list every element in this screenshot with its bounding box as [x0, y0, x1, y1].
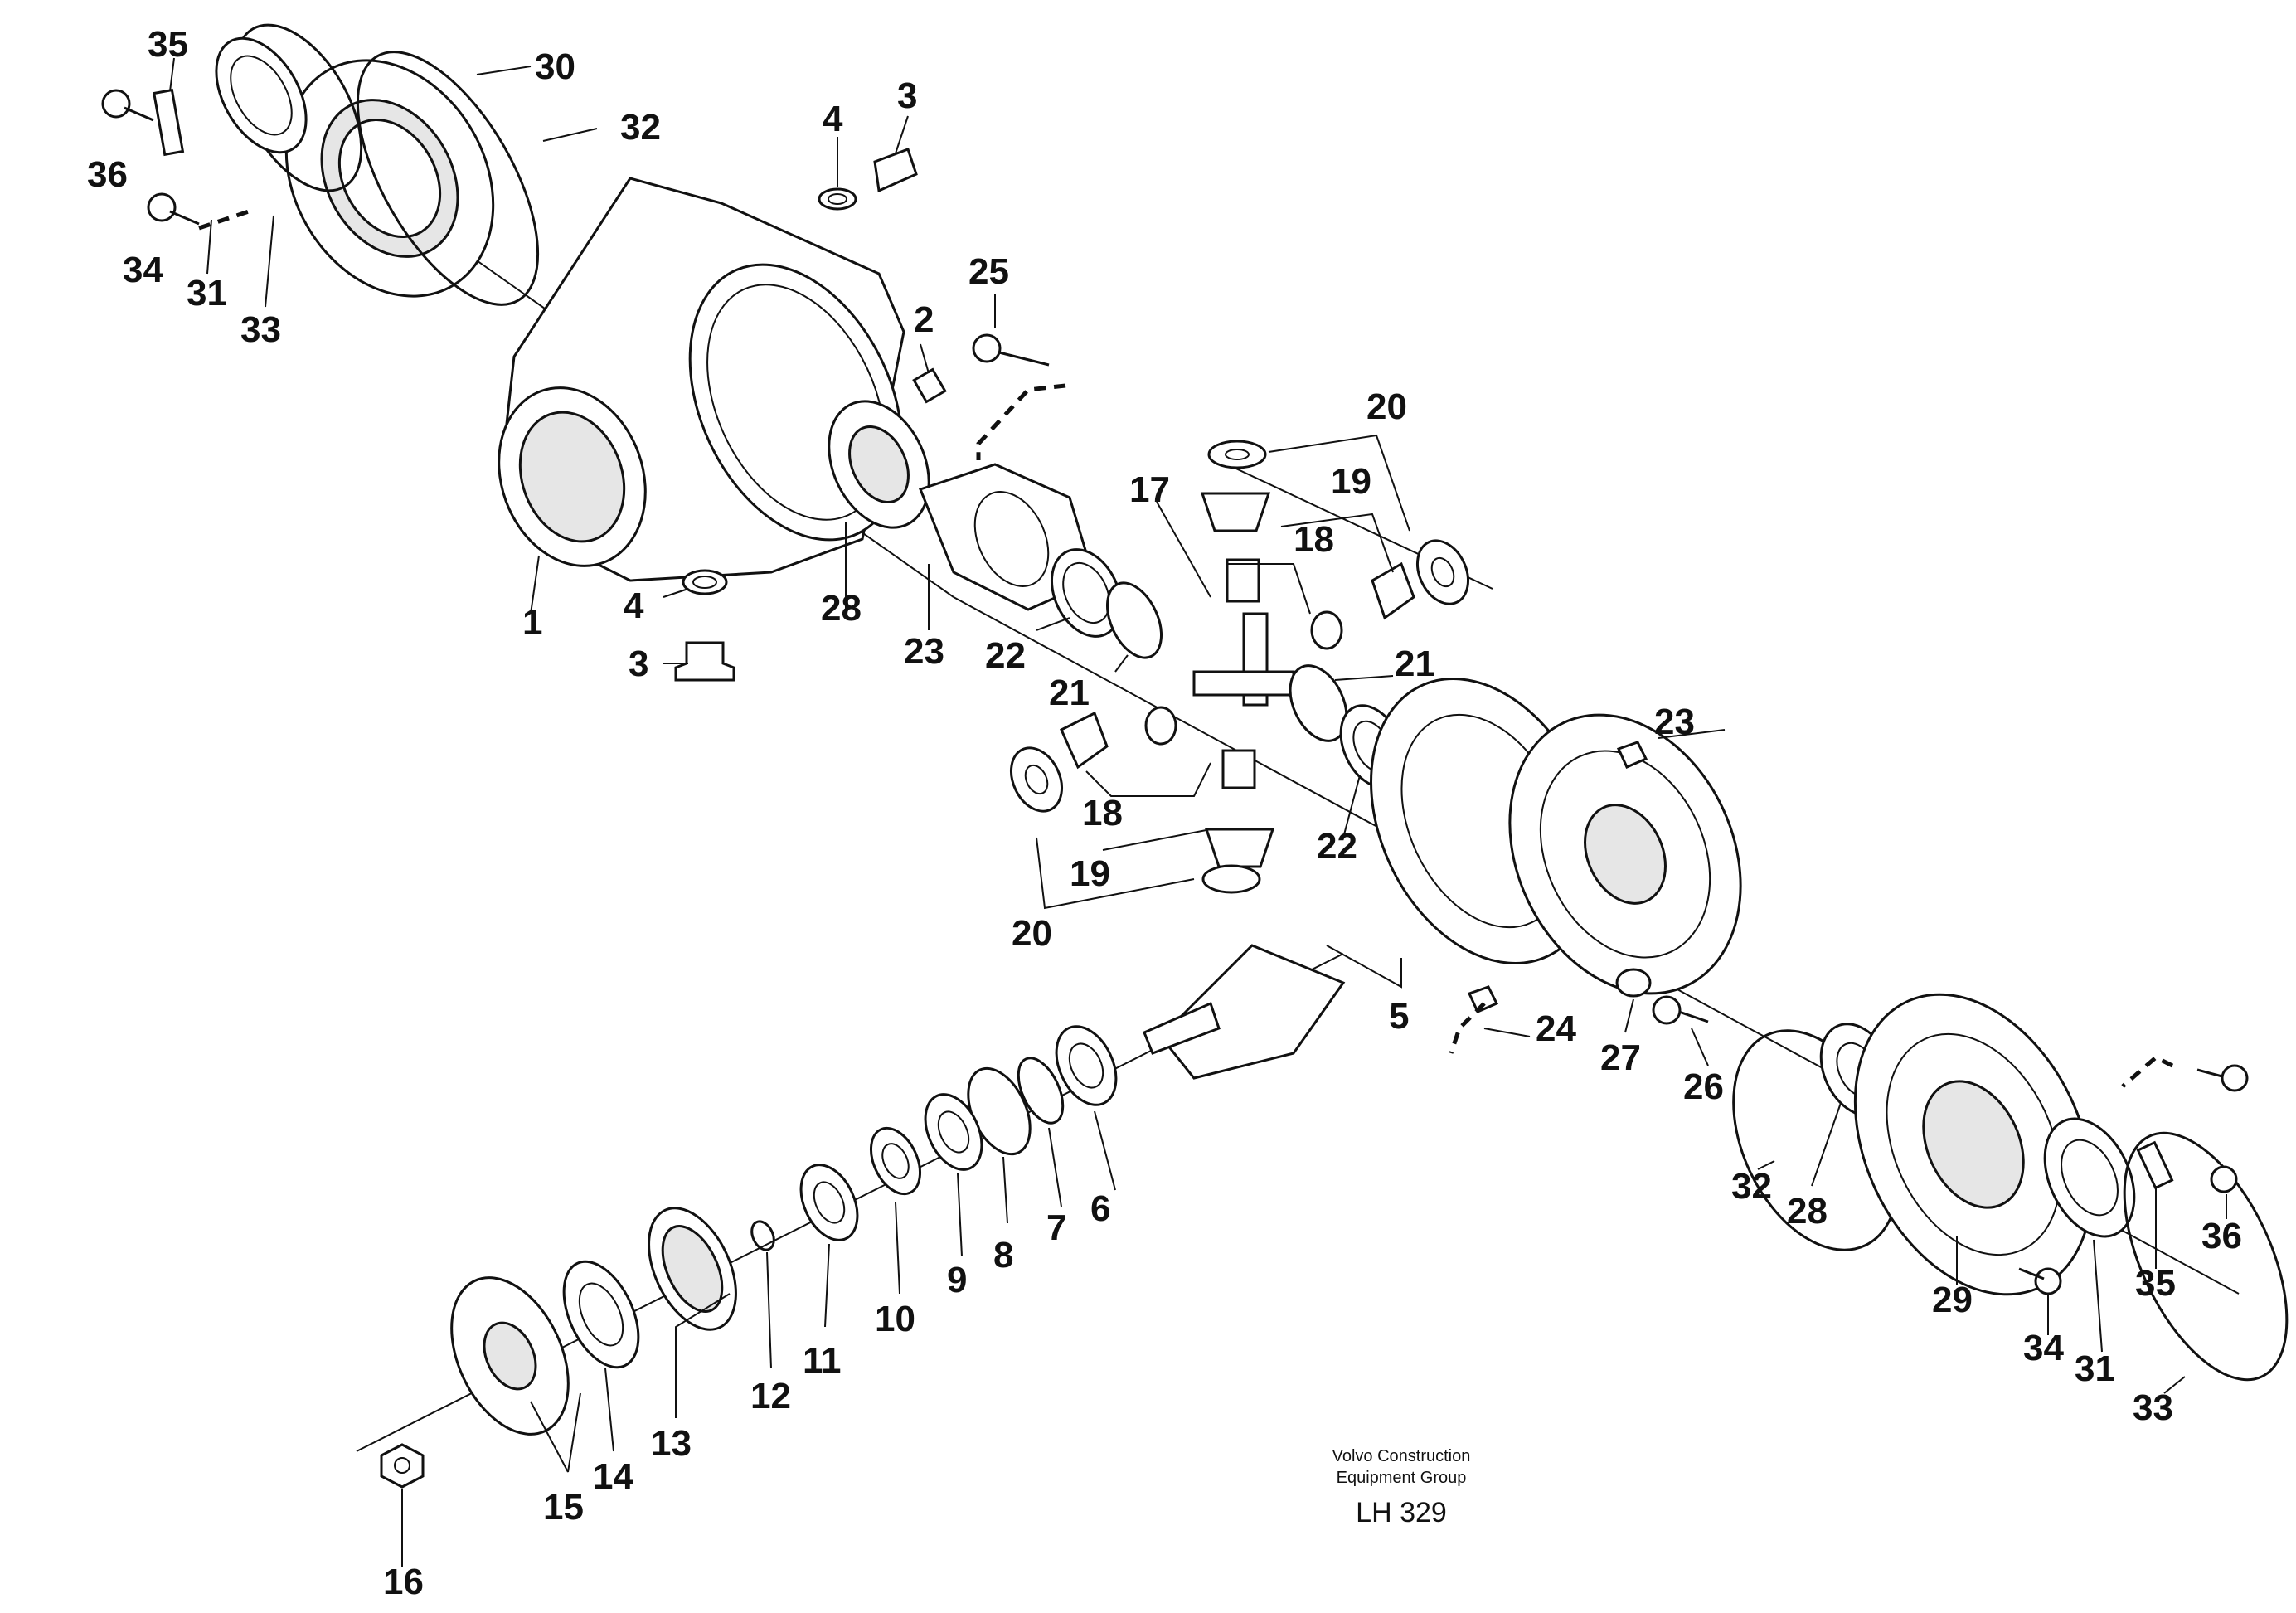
- diagram-caption: Volvo Construction Equipment Group LH 32…: [1332, 1447, 1471, 1528]
- part-label-22: 22: [985, 635, 1026, 676]
- part-label-21b: 21: [1395, 644, 1435, 684]
- part-label-30: 30: [535, 46, 575, 87]
- pinion-and-bearing-stack: [380, 944, 1346, 1489]
- part-label-14: 14: [593, 1456, 633, 1497]
- part-label-25: 25: [968, 251, 1009, 292]
- part-label-28: 28: [821, 588, 862, 629]
- part-label-4b: 4: [624, 585, 644, 626]
- part-label-24: 24: [1536, 1008, 1576, 1049]
- axle-housing: [498, 148, 947, 682]
- part-label-11: 11: [803, 1340, 842, 1381]
- part-label-36: 36: [87, 154, 128, 195]
- part-label-19b: 19: [1070, 853, 1110, 894]
- part-label-21: 21: [1049, 673, 1090, 713]
- part-label-34: 34: [123, 250, 163, 290]
- part-label-2: 2: [914, 299, 934, 340]
- part-labels: 35 30 32 36 34 31 33 4 3 25 2 20 19 17 1…: [87, 24, 2242, 1602]
- part-label-26: 26: [1683, 1066, 1724, 1107]
- part-label-32: 32: [620, 107, 661, 148]
- part-label-36b: 36: [2201, 1216, 2242, 1256]
- part-label-20: 20: [1366, 386, 1407, 427]
- part-label-7: 7: [1046, 1207, 1066, 1248]
- caption-company-line1: Volvo Construction: [1332, 1447, 1471, 1465]
- part-label-33: 33: [240, 309, 281, 350]
- leader-lines: [169, 57, 2227, 1567]
- part-label-29: 29: [1932, 1280, 1973, 1320]
- part-label-1: 1: [522, 602, 542, 643]
- part-label-28b: 28: [1787, 1191, 1828, 1232]
- part-label-3b: 3: [629, 644, 648, 684]
- part-label-18: 18: [1294, 519, 1334, 560]
- part-label-16: 16: [383, 1562, 424, 1602]
- left-bearing-cap-assembly: [101, 23, 540, 306]
- differential-case-left: [828, 400, 1123, 638]
- drawing-code: LH 329: [1356, 1497, 1447, 1528]
- part-label-15: 15: [543, 1487, 584, 1528]
- part-label-23b: 23: [1654, 702, 1695, 742]
- part-label-32b: 32: [1731, 1166, 1772, 1207]
- part-label-18b: 18: [1082, 793, 1123, 833]
- part-label-17: 17: [1129, 469, 1170, 510]
- part-label-35: 35: [148, 24, 188, 65]
- part-label-22b: 22: [1317, 826, 1357, 867]
- part-label-31: 31: [187, 273, 227, 313]
- part-label-12: 12: [750, 1376, 791, 1416]
- part-label-34b: 34: [2023, 1328, 2064, 1368]
- part-label-33b: 33: [2133, 1387, 2173, 1428]
- part-label-10: 10: [875, 1299, 915, 1339]
- part-label-35b: 35: [2135, 1263, 2176, 1304]
- part-label-27: 27: [1600, 1037, 1641, 1078]
- part-label-31b: 31: [2075, 1348, 2115, 1389]
- right-bearing-cap-assembly: [1732, 993, 2289, 1382]
- part-label-6: 6: [1090, 1188, 1110, 1229]
- part-label-5: 5: [1389, 996, 1409, 1037]
- part-label-9: 9: [947, 1260, 967, 1300]
- caption-company-line2: Equipment Group: [1337, 1469, 1467, 1487]
- bolt-25: [972, 333, 1066, 460]
- part-label-23: 23: [904, 631, 944, 672]
- part-label-20b: 20: [1012, 913, 1052, 954]
- part-label-13: 13: [651, 1423, 692, 1464]
- part-label-19: 19: [1331, 461, 1371, 502]
- crown-wheel-and-case: [1370, 678, 1742, 1054]
- part-label-4: 4: [823, 99, 843, 139]
- part-label-8: 8: [993, 1235, 1013, 1275]
- part-label-3: 3: [897, 75, 917, 116]
